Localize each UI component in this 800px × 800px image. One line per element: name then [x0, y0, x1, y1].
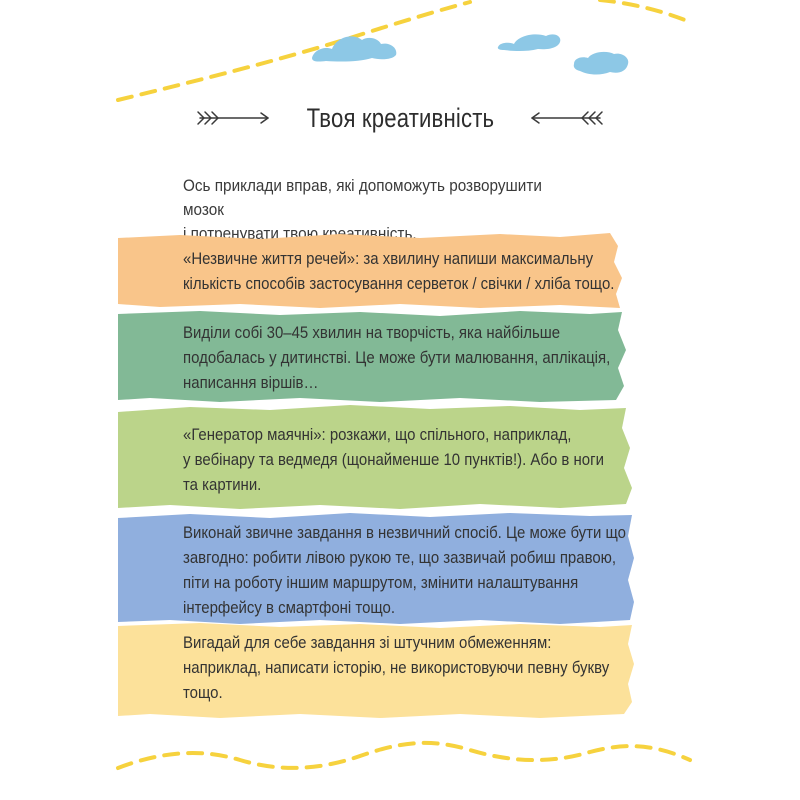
- cloud-right: [573, 51, 629, 75]
- exercise-text: «Незвичне життя речей»: за хвилину напиш…: [183, 246, 615, 296]
- exercise-text: «Генератор маячні»: розкажи, що спільног…: [183, 422, 604, 497]
- paint-stroke-lime: [118, 405, 632, 509]
- exercise-line: Виконай звичне завдання в незвичний спос…: [183, 523, 626, 542]
- arrow-left-icon: [531, 111, 604, 125]
- exercise-text: Виділи собі 30–45 хвилин на творчість, я…: [183, 320, 611, 395]
- exercise-strip-4: Виконай звичне завдання в незвичний спос…: [0, 512, 800, 624]
- exercise-line: кількість способів застосування серветок…: [183, 274, 615, 293]
- exercise-text: Вигадай для себе завдання зі штучним обм…: [183, 630, 610, 705]
- exercise-line: подобалась у дитинстві. Це може бути мал…: [183, 348, 611, 367]
- page-title: Твоя креативність: [306, 102, 494, 133]
- exercise-line: інтерфейсу в смартфоні тощо.: [183, 598, 396, 617]
- exercise-line: наприклад, написати історію, не використ…: [183, 658, 610, 677]
- exercise-line: завгодно: робити лівою рукою те, що зазв…: [183, 548, 617, 567]
- paint-stroke-yellow: [118, 623, 634, 718]
- bottom-dashed-line: [116, 740, 692, 770]
- top-right-dashed-line: [598, 0, 692, 24]
- exercise-line: у вебінару та ведмедя (щонайменше 10 пун…: [183, 450, 604, 469]
- intro-line: Ось приклади вправ, які допоможуть розво…: [183, 176, 542, 219]
- exercise-line: піти на роботу іншим маршрутом, змінити …: [183, 573, 579, 592]
- exercise-strip-3: «Генератор маячні»: розкажи, що спільног…: [0, 404, 800, 510]
- exercise-text: Виконай звичне завдання в незвичний спос…: [183, 520, 626, 620]
- arrow-right-icon: [196, 111, 269, 125]
- cloud-middle: [497, 34, 561, 51]
- paint-stroke-blue: [118, 513, 634, 624]
- top-dashed-line: [116, 0, 472, 102]
- paint-stroke-green: [118, 311, 626, 402]
- exercise-line: написання віршів…: [183, 373, 319, 392]
- exercise-line: Виділи собі 30–45 хвилин на творчість, я…: [183, 323, 561, 342]
- paint-stroke-orange: [118, 233, 622, 308]
- cloud-left: [312, 36, 397, 62]
- title-row: Твоя креативність: [0, 96, 800, 140]
- exercise-line: «Генератор маячні»: розкажи, що спільног…: [183, 425, 572, 444]
- exercise-line: та картини.: [183, 475, 262, 494]
- exercise-line: «Незвичне життя речей»: за хвилину напиш…: [183, 249, 594, 268]
- exercise-strip-2: Виділи собі 30–45 хвилин на творчість, я…: [0, 310, 800, 402]
- exercise-line: тощо.: [183, 683, 223, 702]
- exercise-strip-5: Вигадай для себе завдання зі штучним обм…: [0, 622, 800, 718]
- exercise-strip-1: «Незвичне життя речей»: за хвилину напиш…: [0, 232, 800, 308]
- exercise-line: Вигадай для себе завдання зі штучним обм…: [183, 633, 552, 652]
